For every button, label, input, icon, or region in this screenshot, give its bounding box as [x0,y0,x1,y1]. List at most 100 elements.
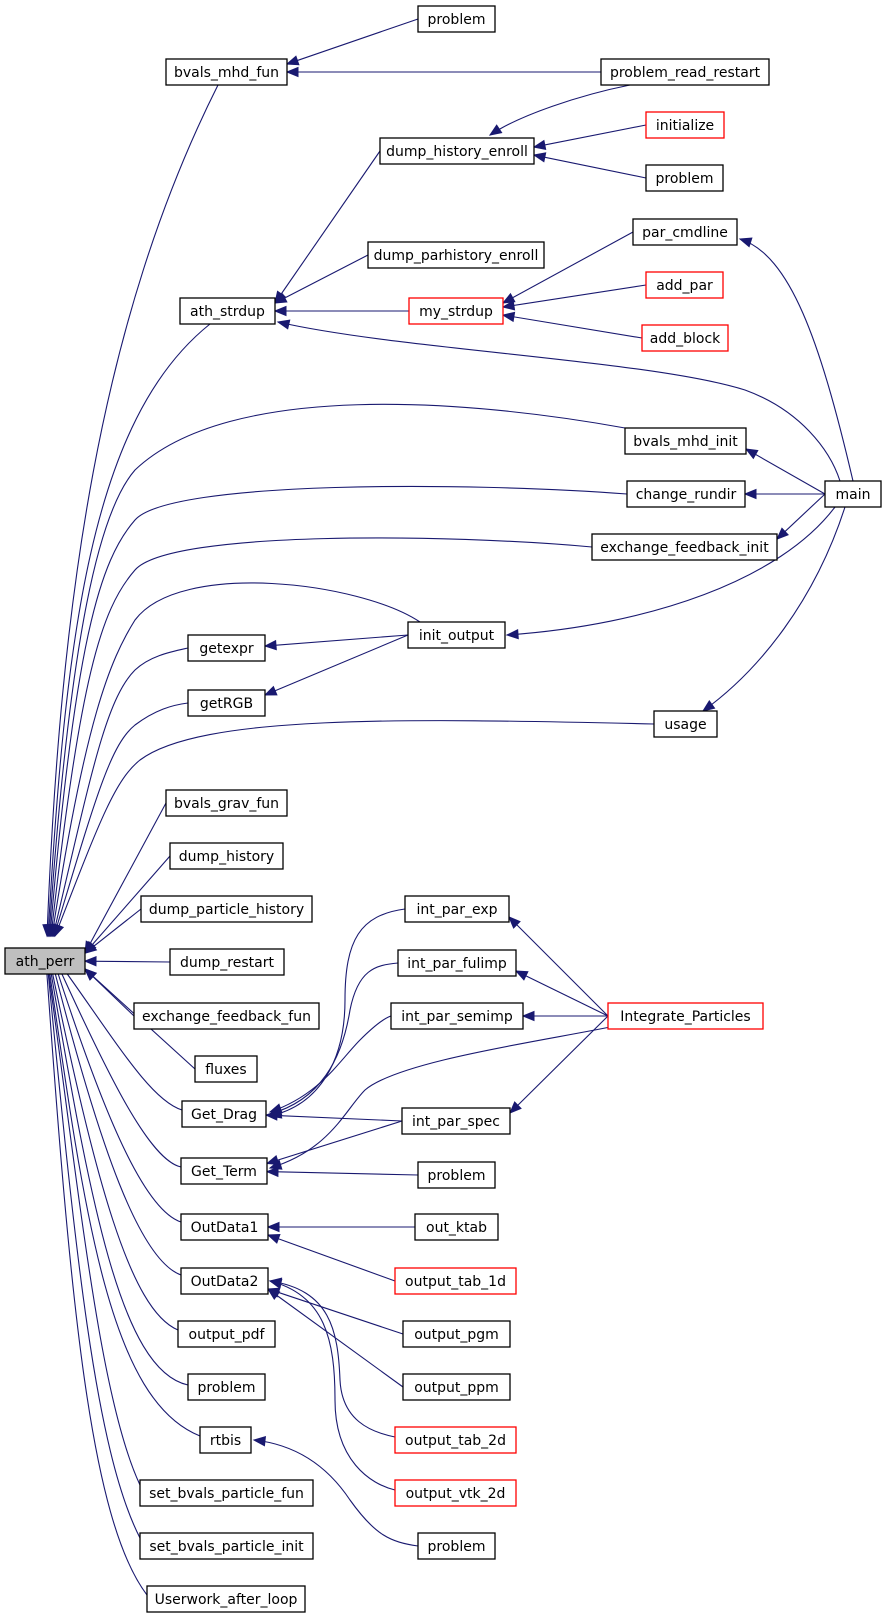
node-box-output_tab_2d[interactable] [394,1426,517,1454]
node-problem_4[interactable]: problem [187,1373,266,1401]
node-box-output_tab_1d[interactable] [394,1267,517,1295]
node-bvals_mhd_init[interactable]: bvals_mhd_init [624,427,747,455]
node-box-output_pgm[interactable] [402,1320,511,1348]
node-box-OutData1[interactable] [180,1213,269,1241]
node-exchange_feedback_init[interactable]: exchange_feedback_init [591,533,778,561]
node-problem_read_restart[interactable]: problem_read_restart [600,58,770,86]
node-box-set_bvals_particle_init[interactable] [139,1532,314,1560]
node-box-getexpr[interactable] [187,634,266,662]
node-box-usage[interactable] [653,710,718,738]
node-int_par_semimp[interactable]: int_par_semimp [390,1002,524,1030]
node-box-fluxes[interactable] [194,1055,258,1083]
node-box-initialize[interactable] [645,111,725,139]
node-box-int_par_spec[interactable] [401,1107,511,1135]
node-box-dump_history[interactable] [169,842,284,870]
node-problem_2[interactable]: problem [645,164,724,192]
node-fluxes[interactable]: fluxes [194,1055,258,1083]
node-box-out_ktab[interactable] [414,1213,499,1241]
node-box-problem_2[interactable] [645,164,724,192]
node-box-add_block[interactable] [641,324,729,352]
node-box-OutData2[interactable] [180,1267,269,1295]
node-box-my_strdup[interactable] [408,297,504,325]
node-output_tab_2d[interactable]: output_tab_2d [394,1426,517,1454]
node-box-par_cmdline[interactable] [632,218,738,246]
node-initialize[interactable]: initialize [645,111,725,139]
node-OutData2[interactable]: OutData2 [180,1267,269,1295]
node-box-ath_strdup[interactable] [179,297,276,325]
node-box-dump_history_enroll[interactable] [379,137,535,165]
node-Userwork_after_loop[interactable]: Userwork_after_loop [146,1585,306,1613]
node-box-set_bvals_particle_fun[interactable] [139,1479,314,1507]
node-box-exchange_feedback_fun[interactable] [133,1002,320,1030]
node-output_pgm[interactable]: output_pgm [402,1320,511,1348]
node-dump_restart[interactable]: dump_restart [169,948,285,976]
node-int_par_exp[interactable]: int_par_exp [404,895,510,923]
node-out_ktab[interactable]: out_ktab [414,1213,499,1241]
node-box-dump_restart[interactable] [169,948,285,976]
node-box-getRGB[interactable] [187,689,266,717]
node-dump_parhistory_enroll[interactable]: dump_parhistory_enroll [367,241,545,269]
node-box-main[interactable] [824,480,882,508]
node-int_par_spec[interactable]: int_par_spec [401,1107,511,1135]
node-box-rtbis[interactable] [199,1426,252,1454]
node-problem_1[interactable]: problem [417,5,496,33]
node-box-Userwork_after_loop[interactable] [146,1585,306,1613]
node-dump_history[interactable]: dump_history [169,842,284,870]
node-Get_Term[interactable]: Get_Term [180,1157,268,1185]
node-box-bvals_mhd_fun[interactable] [165,58,288,86]
node-box-int_par_semimp[interactable] [390,1002,524,1030]
node-box-init_output[interactable] [407,621,506,649]
node-problem_5[interactable]: problem [417,1532,496,1560]
node-box-problem_5[interactable] [417,1532,496,1560]
node-getexpr[interactable]: getexpr [187,634,266,662]
node-dump_particle_history[interactable]: dump_particle_history [140,895,313,923]
node-ath_perr[interactable]: ath_perr [4,947,86,975]
node-add_block[interactable]: add_block [641,324,729,352]
node-box-int_par_exp[interactable] [404,895,510,923]
node-output_pdf[interactable]: output_pdf [177,1320,276,1348]
node-output_ppm[interactable]: output_ppm [402,1373,511,1401]
node-box-output_vtk_2d[interactable] [394,1479,517,1507]
node-getRGB[interactable]: getRGB [187,689,266,717]
node-box-problem_3[interactable] [417,1161,496,1189]
node-set_bvals_particle_init[interactable]: set_bvals_particle_init [139,1532,314,1560]
node-par_cmdline[interactable]: par_cmdline [632,218,738,246]
node-ath_strdup[interactable]: ath_strdup [179,297,276,325]
node-box-problem_read_restart[interactable] [600,58,770,86]
node-main[interactable]: main [824,480,882,508]
node-set_bvals_particle_fun[interactable]: set_bvals_particle_fun [139,1479,314,1507]
node-box-add_par[interactable] [645,271,724,299]
node-box-Get_Term[interactable] [180,1157,268,1185]
node-bvals_mhd_fun[interactable]: bvals_mhd_fun [165,58,288,86]
node-add_par[interactable]: add_par [645,271,724,299]
node-dump_history_enroll[interactable]: dump_history_enroll [379,137,535,165]
node-box-bvals_mhd_init[interactable] [624,427,747,455]
node-box-dump_particle_history[interactable] [140,895,313,923]
node-usage[interactable]: usage [653,710,718,738]
node-bvals_grav_fun[interactable]: bvals_grav_fun [165,789,288,817]
node-Get_Drag[interactable]: Get_Drag [181,1100,267,1128]
node-rtbis[interactable]: rtbis [199,1426,252,1454]
node-box-dump_parhistory_enroll[interactable] [367,241,545,269]
node-box-Integrate_Particles[interactable] [607,1002,764,1030]
node-int_par_fulimp[interactable]: int_par_fulimp [397,949,517,977]
node-my_strdup[interactable]: my_strdup [408,297,504,325]
node-change_rundir[interactable]: change_rundir [626,480,746,508]
node-output_vtk_2d[interactable]: output_vtk_2d [394,1479,517,1507]
node-box-output_pdf[interactable] [177,1320,276,1348]
node-box-problem_4[interactable] [187,1373,266,1401]
node-box-output_ppm[interactable] [402,1373,511,1401]
node-OutData1[interactable]: OutData1 [180,1213,269,1241]
node-box-bvals_grav_fun[interactable] [165,789,288,817]
node-box-change_rundir[interactable] [626,480,746,508]
node-init_output[interactable]: init_output [407,621,506,649]
node-box-int_par_fulimp[interactable] [397,949,517,977]
node-exchange_feedback_fun[interactable]: exchange_feedback_fun [133,1002,320,1030]
node-problem_3[interactable]: problem [417,1161,496,1189]
node-output_tab_1d[interactable]: output_tab_1d [394,1267,517,1295]
node-box-ath_perr[interactable] [4,947,86,975]
node-Integrate_Particles[interactable]: Integrate_Particles [607,1002,764,1030]
node-box-exchange_feedback_init[interactable] [591,533,778,561]
node-box-Get_Drag[interactable] [181,1100,267,1128]
node-box-problem_1[interactable] [417,5,496,33]
